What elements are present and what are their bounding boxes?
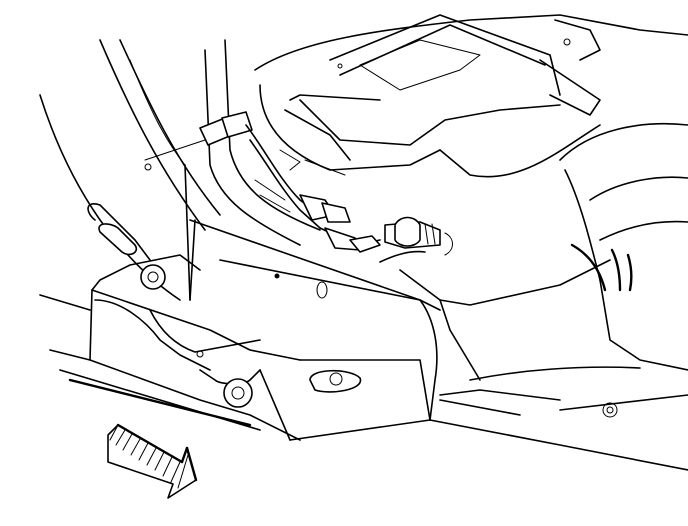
floor-bracket [87,203,431,441]
direction-arrow-icon [107,423,198,499]
console-panel [144,163,611,421]
wiring-harness [144,111,453,263]
right-housing [469,122,688,418]
pillar-trim [39,39,321,301]
upper-panel [254,14,688,178]
